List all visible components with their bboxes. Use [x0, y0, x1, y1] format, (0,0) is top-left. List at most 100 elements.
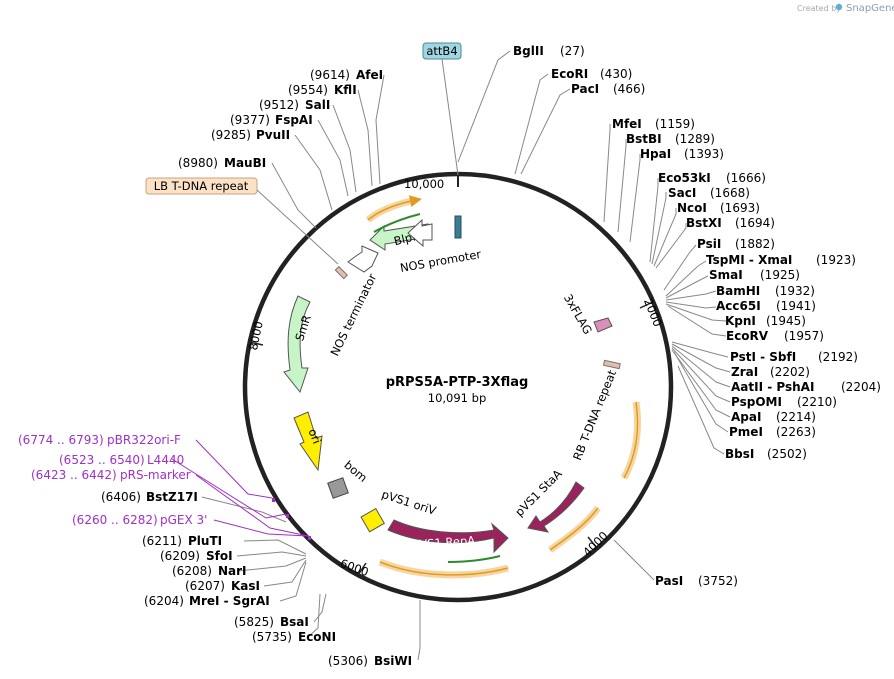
site-labels-right: BglII (27) EcoRI (430) PacI (466) MfeI (… [513, 44, 881, 588]
feature-attB4-label: attB4 [426, 44, 457, 58]
site-eco53ki-name[interactable]: Eco53kI [658, 171, 711, 185]
site-maubi-name[interactable]: MauBI [224, 156, 266, 170]
site-pmei-pos: (2263) [776, 425, 816, 439]
feature-pvs1-repa-arrow[interactable] [387, 519, 509, 554]
site-mrei-sgrai-name[interactable]: MreI - SgrAI [189, 594, 270, 608]
site-mfei-pos: (1159) [655, 117, 695, 131]
site-bstz17i-name[interactable]: BstZ17I [146, 490, 198, 504]
orf-top-green [373, 213, 421, 233]
primer-pbr322ori-name[interactable]: pBR322ori-F [107, 433, 181, 447]
site-pmei-name[interactable]: PmeI [729, 425, 763, 439]
feature-bom-box[interactable] [327, 477, 349, 499]
tick-label-4000: 4000 [580, 529, 611, 560]
primer-pgex3-name[interactable]: pGEX 3' [160, 513, 207, 527]
site-fspai-pos: (9377) [230, 113, 270, 127]
lb-leader [256, 189, 339, 265]
tick-label-10000: 10,000 [404, 177, 444, 191]
site-econi-pos: (5735) [252, 630, 292, 644]
primer-prs-marker-name[interactable]: pRS-marker [120, 468, 191, 482]
plasmid-length: 10,091 bp [428, 391, 487, 405]
feature-nos-terminator-label: NOS terminator [327, 271, 379, 358]
primer-mark-a [272, 498, 275, 502]
site-saci-name[interactable]: SacI [668, 186, 696, 200]
site-ecorv-name[interactable]: EcoRV [726, 329, 769, 343]
feature-ori-arrow[interactable] [293, 411, 323, 472]
site-mfei-name[interactable]: MfeI [612, 117, 642, 131]
feature-nos-terminator-arrow[interactable] [347, 245, 379, 273]
site-pasi-name[interactable]: PasI [655, 574, 683, 588]
tick-label-2000: 2000 [641, 296, 665, 328]
primer-prs-marker-range: (6423 .. 6442) [31, 468, 117, 482]
site-sfoi-name[interactable]: SfoI [206, 549, 233, 563]
site-pluti-name[interactable]: PluTI [188, 534, 222, 548]
site-mrei-sgrai-pos: (6204) [144, 594, 184, 608]
site-sali-name[interactable]: SalI [305, 98, 330, 112]
site-bsiwi-pos: (5306) [328, 654, 368, 668]
site-bstz17i-pos: (6406) [101, 490, 141, 504]
orf-bottom-green [447, 555, 501, 563]
site-bstxi-pos: (1694) [735, 216, 775, 230]
site-ncoi-name[interactable]: NcoI [677, 201, 707, 215]
site-psti-sbfi-name[interactable]: PstI - SbfI [730, 350, 796, 364]
feature-bom-label: bom [341, 458, 370, 485]
feature-lb-box[interactable] [145, 177, 258, 195]
primer-l4440-name[interactable]: L4440 [147, 453, 184, 467]
site-apai-pos: (2214) [776, 410, 816, 424]
site-afei-name[interactable]: AfeI [356, 68, 383, 82]
site-kpni-name[interactable]: KpnI [725, 314, 756, 328]
site-smai-name[interactable]: SmaI [709, 268, 743, 282]
site-bamhi-name[interactable]: BamHI [716, 284, 760, 298]
site-kasi-name[interactable]: KasI [231, 579, 260, 593]
site-psii-name[interactable]: PsiI [697, 237, 721, 251]
site-zrai-name[interactable]: ZraI [731, 365, 758, 379]
primer-leader-lines [171, 439, 309, 537]
site-bsai-pos: (5825) [234, 615, 274, 629]
site-econi-name[interactable]: EcoNI [298, 630, 336, 644]
site-bstxi-name[interactable]: BstXI [686, 216, 722, 230]
site-acc65i-name[interactable]: Acc65I [716, 299, 761, 313]
watermark-created-by: Created by [797, 4, 841, 13]
feature-3xflag-mark[interactable] [593, 317, 613, 333]
attB4-leader [441, 58, 459, 176]
site-sali-pos: (9512) [259, 98, 299, 112]
site-kasi-pos: (6207) [185, 579, 225, 593]
site-fspai-name[interactable]: FspAI [275, 113, 313, 127]
feature-smr-arrow[interactable] [283, 295, 311, 394]
site-bglii-name[interactable]: BglII [513, 44, 544, 58]
tick-4000 [587, 536, 598, 549]
primer-mark-b [286, 514, 289, 518]
plasmid-name: pRPS5A-PTP-3Xflag [386, 375, 529, 390]
primer-labels: (6774 .. 6793) pBR322ori-F (6523 .. 6540… [18, 433, 207, 527]
site-apai-name[interactable]: ApaI [731, 410, 761, 424]
site-aatii-pshai-name[interactable]: AatII - PshAI [731, 380, 814, 394]
watermark-brand: SnapGene [846, 3, 894, 14]
site-ecori-name[interactable]: EcoRI [551, 67, 588, 81]
site-kfli-name[interactable]: KflI [334, 83, 357, 97]
site-nari-name[interactable]: NarI [218, 564, 247, 578]
site-bsiwi-name[interactable]: BsiWI [374, 654, 412, 668]
site-hpai-name[interactable]: HpaI [640, 147, 671, 161]
site-afei-pos: (9614) [310, 68, 350, 82]
site-bbsi-name[interactable]: BbsI [725, 447, 754, 461]
snapgene-logo-icon [835, 3, 843, 11]
site-pspomi-name[interactable]: PspOMI [731, 395, 782, 409]
site-bstbi-name[interactable]: BstBI [626, 132, 662, 146]
site-tspmi-xmai-name[interactable]: TspMI - XmaI [706, 253, 792, 267]
site-tspmi-xmai-pos: (1923) [816, 253, 856, 267]
site-paci-name[interactable]: PacI [571, 82, 599, 96]
site-pvuii-name[interactable]: PvuII [256, 128, 290, 142]
site-maubi-pos: (8980) [178, 156, 218, 170]
site-eco53ki-pos: (1666) [726, 171, 766, 185]
site-psti-sbfi-pos: (2192) [818, 350, 858, 364]
primer-pbr322ori-range: (6774 .. 6793) [18, 433, 104, 447]
site-aatii-pshai-pos: (2204) [841, 380, 881, 394]
feature-pvs1-oriv-box[interactable] [360, 507, 385, 533]
feature-pvs1-staa-arrow[interactable] [527, 481, 585, 533]
site-bsai-name[interactable]: BsaI [280, 615, 309, 629]
site-paci-pos: (466) [613, 82, 645, 96]
tick-label-8000: 8000 [246, 320, 266, 352]
feature-nos-promoter-arrow[interactable] [407, 218, 433, 248]
site-hpai-pos: (1393) [684, 147, 724, 161]
feature-rb-mark[interactable] [602, 359, 621, 370]
site-pasi-pos: (3752) [698, 574, 738, 588]
